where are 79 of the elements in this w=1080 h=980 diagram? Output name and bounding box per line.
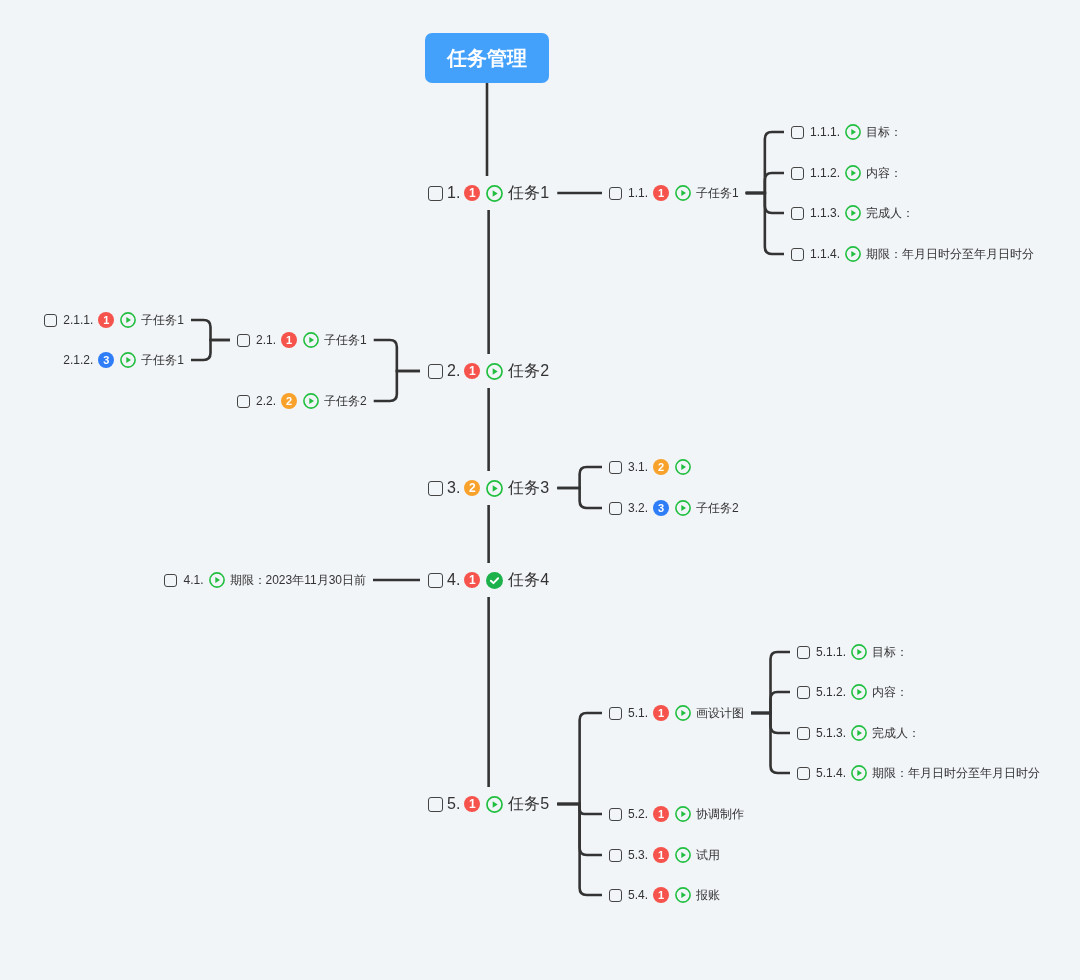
topic-text: 子任务1	[141, 312, 184, 328]
topic-text: 任务1	[508, 183, 550, 203]
connector-line	[191, 338, 230, 362]
priority-badge: 1	[464, 572, 481, 588]
topic-number: 5.2.	[628, 806, 648, 822]
topic-number: 5.3.	[628, 847, 648, 863]
priority-badge: 1	[653, 806, 669, 822]
topic-number: 5.4.	[628, 887, 648, 903]
topic-number: 1.	[447, 183, 461, 203]
priority-badge: 1	[653, 847, 669, 863]
topic-text: 目标：	[866, 124, 903, 140]
priority-badge: 1	[98, 312, 115, 328]
topic-text: 任务3	[508, 478, 550, 498]
topic-text: 内容：	[872, 684, 909, 700]
priority-badge: 1	[653, 887, 669, 903]
topic-number: 3.	[447, 478, 461, 498]
topic-text: 任务2	[508, 361, 550, 381]
priority-badge: 1	[464, 363, 481, 379]
priority-badge: 3	[98, 352, 115, 368]
topic-text: 任务5	[508, 794, 550, 814]
connector-line	[487, 210, 490, 354]
connector-line	[557, 802, 602, 897]
connector-line	[373, 578, 420, 582]
topic-text: 报账	[696, 887, 720, 903]
topic-text: 完成人：	[872, 725, 921, 741]
topic-number: 4.	[447, 570, 461, 590]
topic-text: 目标：	[872, 644, 909, 660]
topic-number: 1.1.3.	[810, 205, 841, 221]
topic-number: 2.	[447, 361, 461, 381]
topic-number: 1.1.4.	[810, 246, 841, 262]
topic-number: 2.1.1.	[63, 312, 94, 328]
priority-badge: 2	[464, 480, 481, 496]
topic-text: 子任务1	[141, 352, 184, 368]
connector-line	[745, 191, 784, 256]
priority-badge: 1	[653, 705, 669, 721]
connector-line	[751, 711, 790, 775]
connector-line	[487, 597, 490, 787]
topic-number: 5.1.	[628, 705, 648, 721]
priority-badge: 2	[653, 459, 669, 475]
topic-text: 试用	[696, 847, 720, 863]
topic-text: 子任务2	[696, 500, 739, 516]
topic-number: 1.1.2.	[810, 165, 841, 181]
topic-text: 期限：年月日时分至年月日时分	[866, 246, 1035, 262]
topic-number: 5.1.3.	[816, 725, 847, 741]
topic-number: 2.1.	[256, 332, 276, 348]
topic-number: 5.1.2.	[816, 684, 847, 700]
topic-number: 4.1.	[183, 572, 204, 588]
topic-number: 5.1.1.	[816, 644, 847, 660]
priority-badge: 1	[464, 796, 481, 812]
priority-badge: 1	[653, 185, 669, 201]
root-topic-box: 任务管理	[425, 33, 549, 83]
topic-text: 内容：	[866, 165, 903, 181]
topic-number: 3.1.	[628, 459, 648, 475]
topic-text: 子任务1	[324, 332, 367, 348]
topic-text: 期限：年月日时分至年月日时分	[872, 765, 1041, 781]
topic-text: 期限：2023年11月30日前	[229, 572, 366, 588]
topic-number: 1.1.1.	[810, 124, 841, 140]
topic-text: 子任务2	[324, 393, 367, 409]
topic-text: 任务4	[508, 570, 550, 590]
topic-text: 子任务1	[696, 185, 739, 201]
topic-number: 1.1.	[628, 185, 648, 201]
topic-number: 5.	[447, 794, 461, 814]
connector-line	[485, 83, 489, 176]
connector-line	[557, 486, 602, 510]
topic-number: 2.1.2.	[63, 352, 94, 368]
connector-line	[487, 388, 490, 471]
topic-number: 3.2.	[628, 500, 648, 516]
topic-text: 画设计图	[696, 705, 744, 721]
topic-text: 完成人：	[866, 205, 915, 221]
connector-line	[487, 505, 490, 563]
connector-line	[373, 369, 420, 403]
topic-text: 协调制作	[696, 806, 744, 822]
connector-line	[557, 191, 602, 195]
priority-badge: 1	[464, 185, 481, 201]
priority-badge: 2	[281, 393, 297, 409]
topic-number: 2.2.	[256, 393, 276, 409]
priority-badge: 3	[653, 500, 669, 516]
priority-badge: 1	[281, 332, 297, 348]
topic-number: 5.1.4.	[816, 765, 847, 781]
